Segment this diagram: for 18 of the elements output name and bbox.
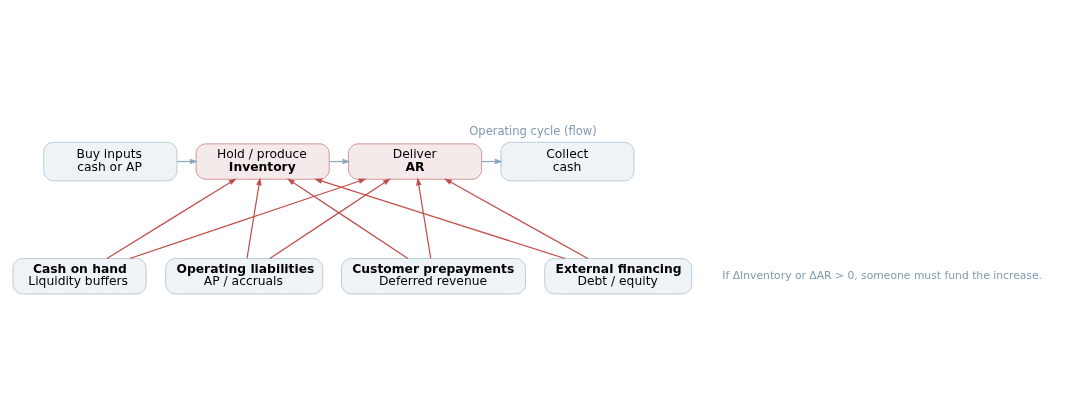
node-box: Deliver AR: [348, 143, 482, 180]
node-box: Buy inputs cash or AP: [43, 141, 178, 182]
label: If ΔInventory or ΔAR > 0, someone must fund the increase.: [722, 269, 1043, 283]
arrow: [129, 178, 367, 260]
arrow: [246, 177, 262, 260]
arrow: [314, 178, 566, 260]
arrow: [444, 178, 589, 260]
node-box: Operating liabilities AP / accruals: [165, 258, 324, 295]
diagram-title: Operating cycle (flow): [469, 124, 597, 139]
node-box: Cash on hand Liquidity buffers: [12, 258, 147, 295]
arrow: [286, 178, 409, 260]
arrow: [416, 177, 432, 260]
node-box: Customer prepayments Deferred revenue: [341, 258, 526, 295]
node-box: Collect cash: [500, 141, 635, 182]
node-box: Hold / produce Inventory: [195, 143, 330, 180]
node-box: External financing Debt / equity: [544, 258, 693, 295]
arrow: [106, 178, 237, 260]
arrow: [269, 178, 391, 260]
